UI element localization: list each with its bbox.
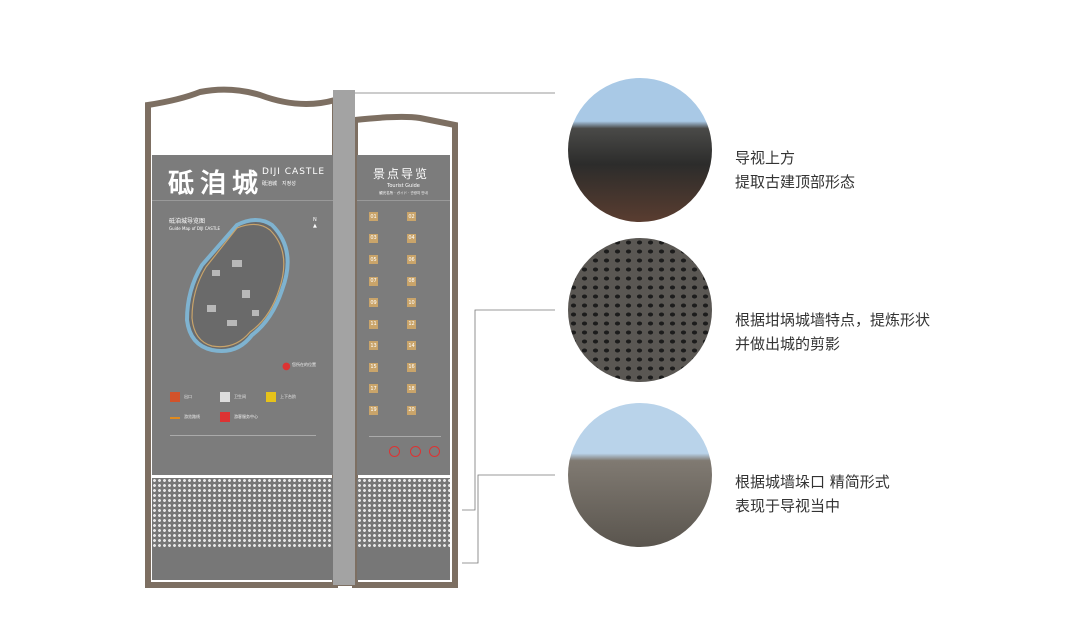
spot-item: 19	[369, 405, 378, 415]
spot-item: 14	[407, 341, 416, 350]
spot-item: 03	[369, 233, 378, 243]
sign-base	[152, 548, 333, 580]
spot-number: 16	[407, 362, 416, 372]
perforated-wall-pattern	[357, 478, 450, 548]
map-title: 砥洎城导览图	[169, 218, 206, 225]
spot-item: 15	[369, 362, 378, 372]
spot-item: 17	[369, 384, 378, 393]
sign-title: 砥洎城	[168, 169, 265, 199]
spot-number: 10	[407, 298, 416, 307]
spot-item: 07	[369, 276, 378, 286]
spot-item: 18	[407, 384, 416, 393]
no-smoking-icon	[429, 446, 440, 457]
route-icon	[170, 417, 180, 419]
restroom-icon	[220, 392, 230, 402]
annotation-roof: 导视上方提取古建顶部形态	[735, 149, 856, 191]
spot-item: 10	[407, 298, 416, 307]
spot-item: 11	[369, 319, 378, 329]
spot-number: 18	[407, 384, 416, 393]
sign-subtitle: 砥洎城 지정성	[262, 181, 296, 187]
center-pole	[333, 90, 355, 585]
spot-item: 13	[369, 341, 378, 350]
leader-line-middle	[462, 309, 555, 511]
spot-number: 12	[407, 319, 416, 329]
spot-number: 06	[407, 255, 416, 264]
spot-panel: 景点导览 Tourist Guide 観光名所 · ガイド · 관광지 안내 0…	[357, 155, 450, 475]
spot-item: 16	[407, 362, 416, 372]
stairs-icon	[266, 392, 276, 402]
spot-item: 08	[407, 276, 416, 286]
spot-number: 01	[369, 212, 378, 221]
spot-item: 02	[407, 212, 416, 221]
leader-line-bottom	[462, 474, 555, 564]
perforated-wall-pattern	[152, 478, 333, 548]
exit-icon	[170, 392, 180, 402]
legend-you-are-here: 您所在的位置	[292, 362, 316, 367]
castle-map	[184, 218, 290, 353]
spot-subtitle-2: 観光名所 · ガイド · 관광지 안내	[379, 191, 428, 195]
no-climbing-icon	[389, 446, 400, 457]
spot-title: 景点导览	[373, 167, 430, 181]
spot-item: 05	[369, 255, 378, 264]
spot-number: 15	[369, 362, 378, 372]
spot-number: 02	[407, 212, 416, 221]
photo-wall-texture	[568, 238, 712, 382]
legend-restroom: 卫生间	[234, 394, 246, 399]
spot-item: 04	[407, 233, 416, 243]
spot-item: 20	[407, 405, 416, 415]
spot-item: 09	[369, 298, 378, 307]
north-arrow-icon: N▲	[313, 217, 317, 229]
sign-base	[357, 548, 450, 580]
spot-number: 03	[369, 233, 378, 243]
spot-number: 17	[369, 384, 378, 393]
spot-number: 08	[407, 276, 416, 286]
spot-number: 13	[369, 341, 378, 350]
spot-number: 05	[369, 255, 378, 264]
location-pin-icon: ●	[282, 361, 291, 372]
annotation-battlements: 根据城墙垛口 精简形式表现于导视当中	[735, 473, 890, 515]
spot-number: 04	[407, 233, 416, 243]
spot-number: 07	[369, 276, 378, 286]
annotation-wall: 根据坩埚城墙特点，提炼形状并做出城的剪影	[735, 311, 931, 353]
map-subtitle: Guide Map of DIJI CASTLE	[169, 226, 221, 231]
legend-route: 游览路线	[184, 414, 200, 419]
no-littering-icon	[410, 446, 421, 457]
spot-number: 20	[407, 405, 416, 415]
legend-stairs: 上下台阶	[280, 394, 296, 399]
sign-title-en: DIJI CASTLE	[262, 167, 326, 177]
spot-item: 01	[369, 212, 378, 221]
legend-exit: 出口	[184, 394, 192, 399]
map-panel: 砥洎城 DIJI CASTLE 砥洎城 지정성 砥洎城导览图 Guide Map…	[152, 155, 333, 475]
spot-subtitle: Tourist Guide	[387, 183, 420, 189]
info-icon	[220, 412, 230, 422]
photo-roof	[568, 78, 712, 222]
spot-item: 12	[407, 319, 416, 329]
photo-battlements	[568, 403, 712, 547]
legend-info: 游客服务中心	[234, 414, 258, 419]
spot-number: 09	[369, 298, 378, 307]
spot-item: 06	[407, 255, 416, 264]
spot-number: 19	[369, 405, 378, 415]
spot-number: 14	[407, 341, 416, 350]
spot-number: 11	[369, 319, 378, 329]
